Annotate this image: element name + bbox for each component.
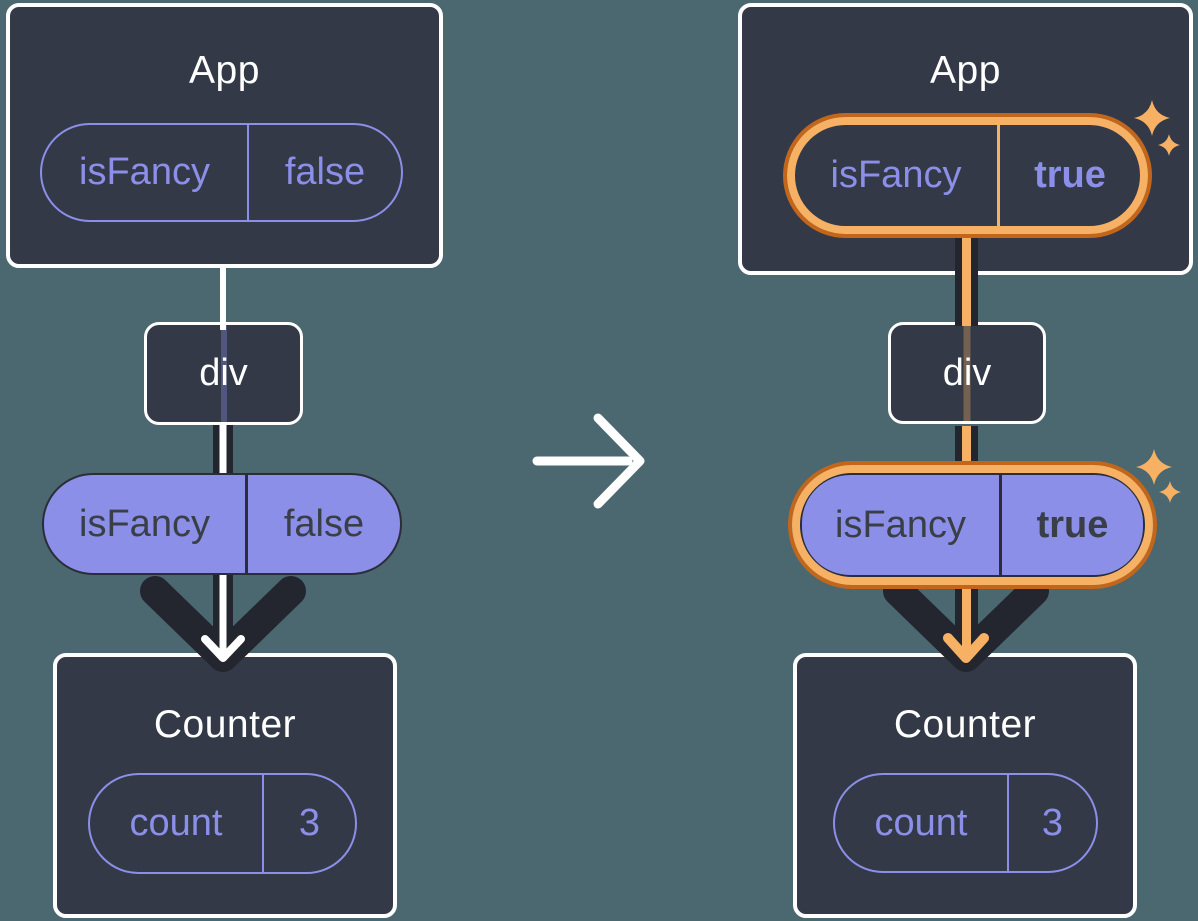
prop-pill-after-highlighted: isFancy true — [788, 461, 1157, 589]
app-state-pill-before: isFancy false — [40, 123, 403, 222]
state-value: 3 — [262, 775, 355, 872]
counter-title: Counter — [893, 703, 1037, 746]
transition-arrow-icon — [532, 413, 645, 509]
state-name: isFancy — [79, 151, 210, 193]
state-value: true — [997, 125, 1140, 226]
prop-value: true — [999, 475, 1143, 575]
flow-core-arrowhead — [943, 633, 989, 663]
flow-line-through-div — [220, 325, 227, 422]
app-state-pill-after-highlighted: isFancy true — [783, 113, 1152, 238]
state-name: count — [129, 802, 223, 844]
prop-name: isFancy — [835, 503, 966, 546]
flow-line-through-div — [963, 325, 971, 421]
counter-state-pill-before: count 3 — [88, 773, 357, 874]
app-card-before: App isFancy false — [6, 3, 443, 268]
prop-name: isFancy — [79, 502, 210, 545]
flow-core-arrowhead — [201, 635, 245, 662]
state-value: 3 — [1007, 775, 1096, 871]
app-title: App — [189, 49, 260, 92]
counter-state-pill-after: count 3 — [833, 773, 1098, 873]
prop-pill-before: isFancy false — [42, 473, 402, 575]
state-name: isFancy — [830, 154, 962, 196]
app-title: App — [930, 49, 1001, 92]
counter-title: Counter — [153, 703, 297, 746]
div-node-before: div — [144, 322, 303, 425]
state-name: count — [874, 801, 968, 844]
div-label: div — [199, 352, 248, 394]
prop-value: false — [245, 475, 400, 573]
counter-card-after: Counter count 3 — [793, 653, 1137, 918]
app-card-after: App isFancy true — [738, 3, 1193, 275]
state-value: false — [247, 125, 401, 220]
div-label: div — [942, 351, 992, 394]
